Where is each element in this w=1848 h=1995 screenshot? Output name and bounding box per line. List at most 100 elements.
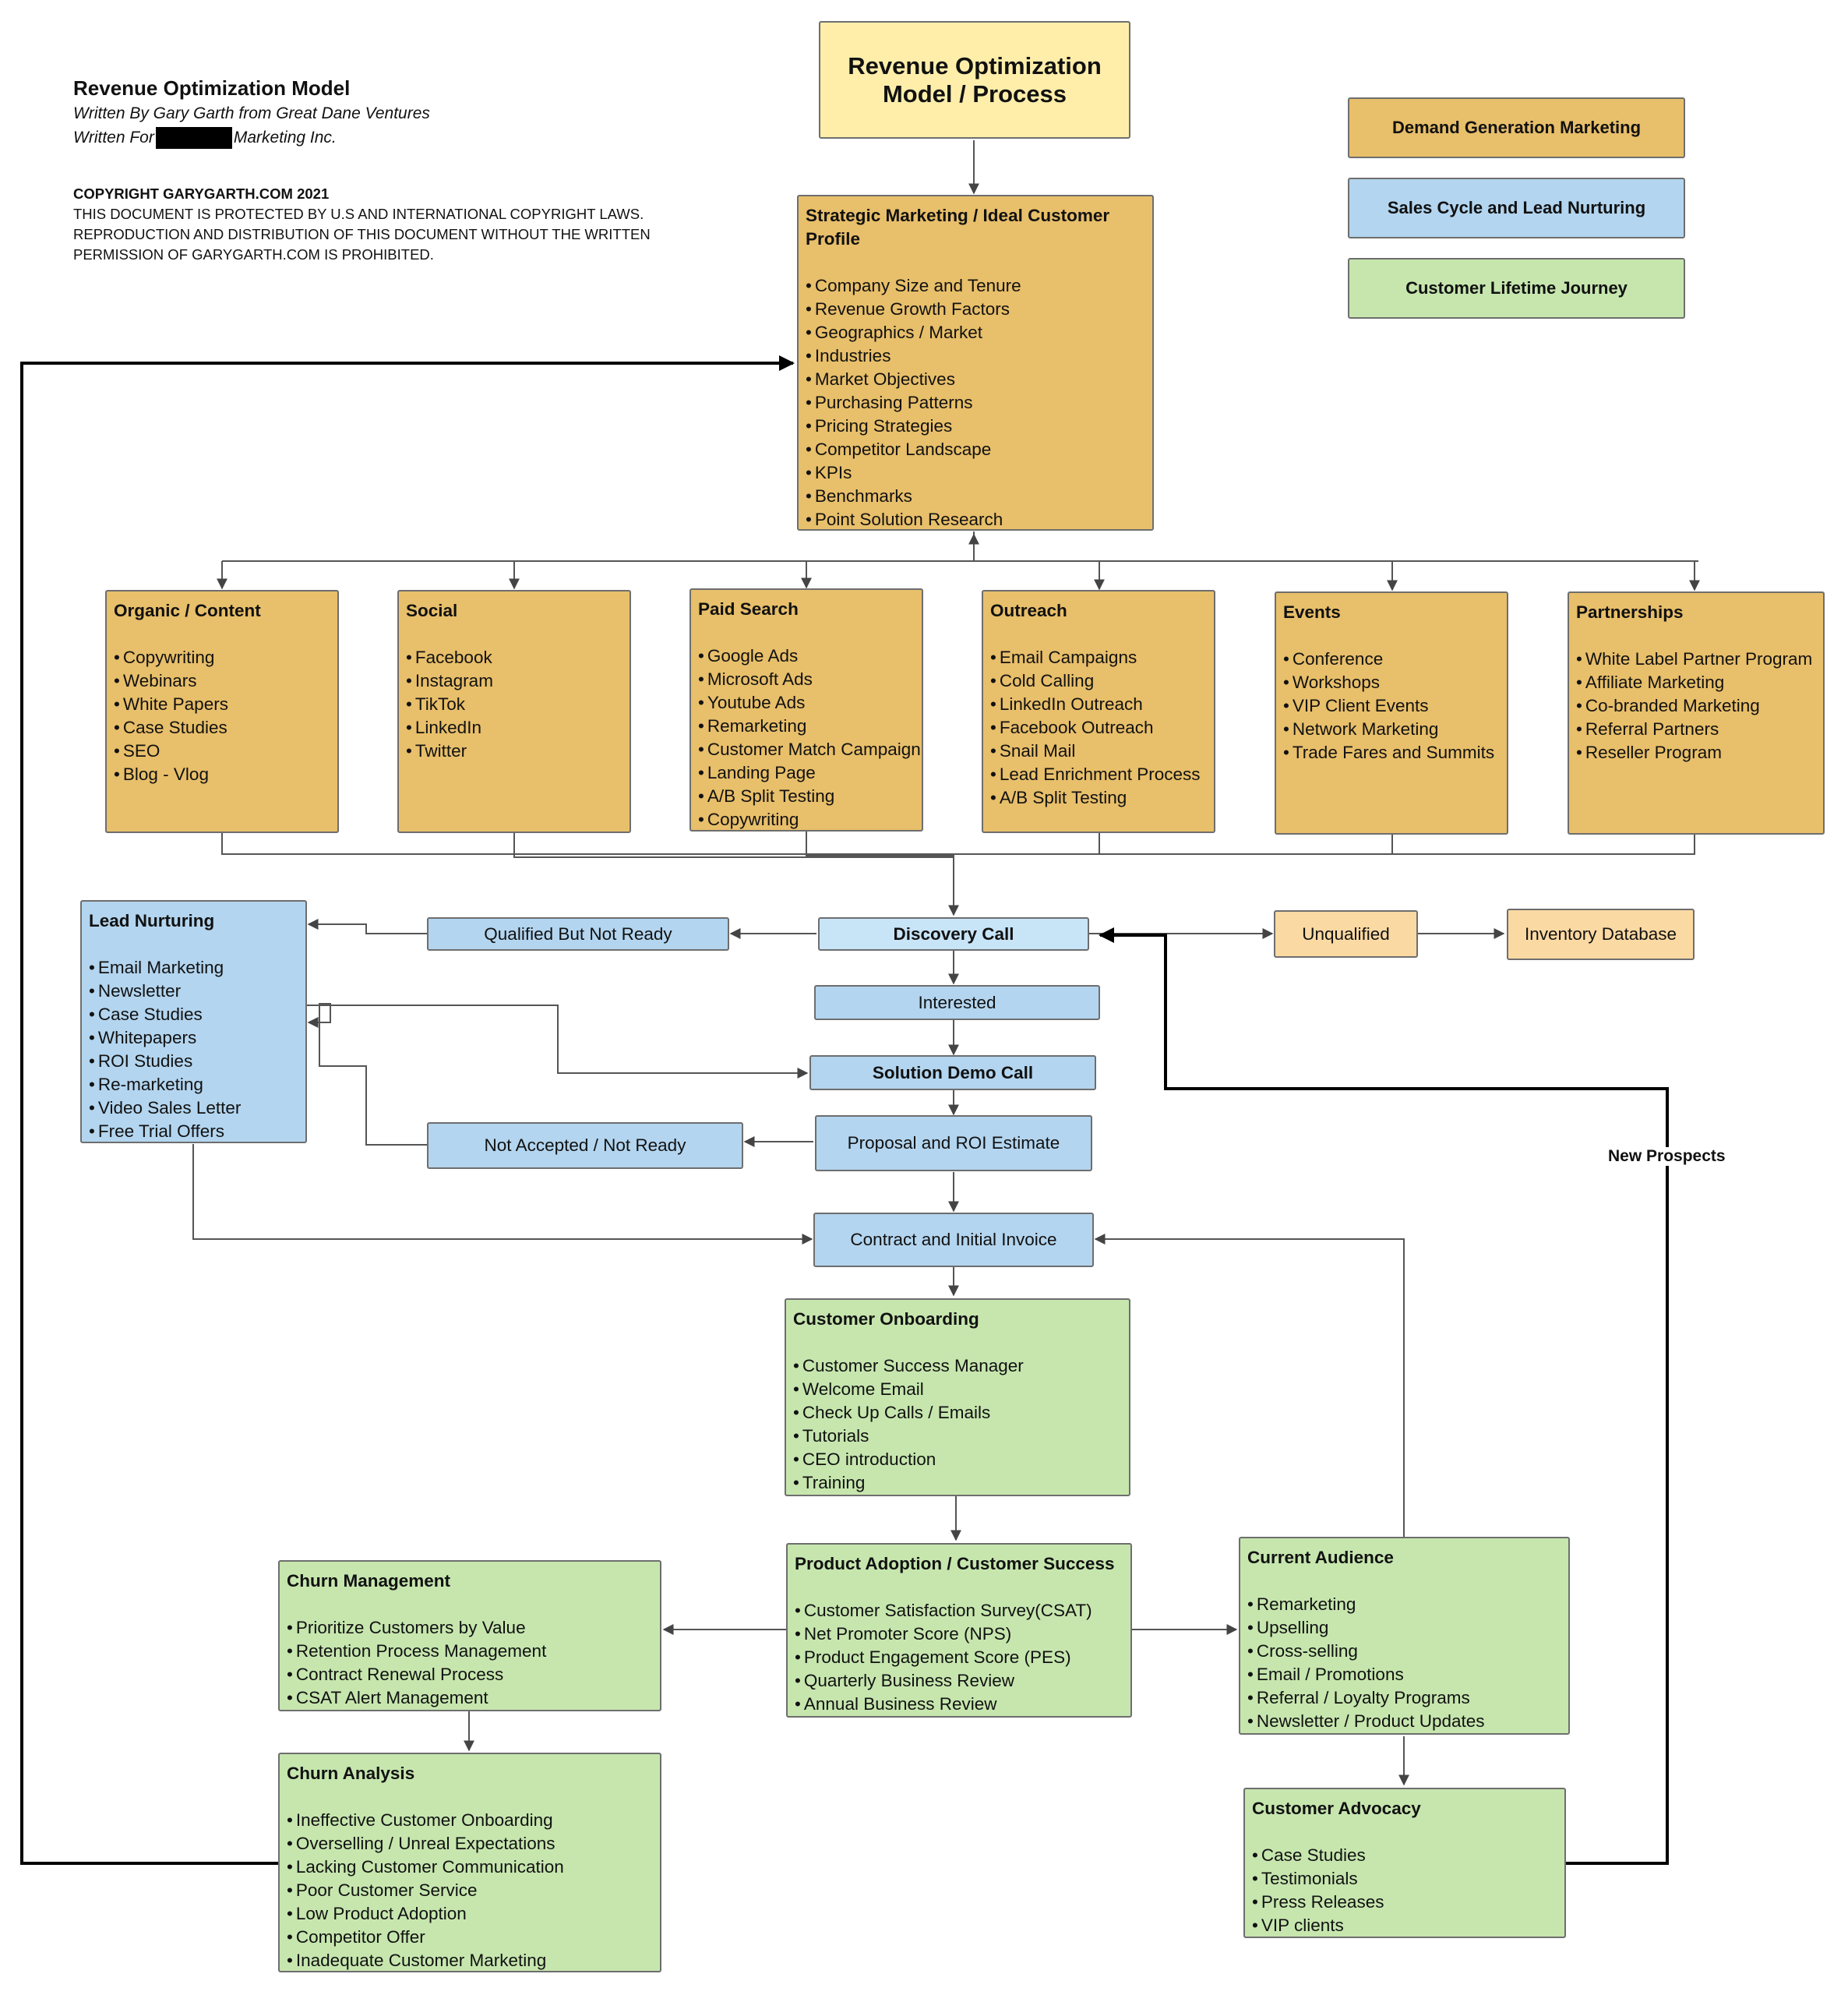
- list-item: Copywriting: [114, 646, 330, 669]
- main-title-line2: Model / Process: [882, 79, 1067, 108]
- list-item: Remarketing: [1247, 1593, 1561, 1616]
- written-for-prefix: Written For: [73, 129, 154, 147]
- list-item: Company Size and Tenure: [806, 274, 1144, 298]
- channel-title: Events: [1283, 602, 1341, 622]
- copyright-line: REPRODUCTION AND DISTRIBUTION OF THIS DO…: [73, 226, 651, 242]
- customer-advocacy-box: Customer Advocacy Case Studies Testimoni…: [1243, 1788, 1566, 1938]
- product-adoption-box: Product Adoption / Customer Success Cust…: [786, 1543, 1132, 1718]
- list-item: Remarketing: [698, 715, 914, 738]
- customer-onboarding-box: Customer Onboarding Customer Success Man…: [785, 1298, 1130, 1496]
- list-item: Customer Success Manager: [793, 1354, 1121, 1378]
- document-title: Revenue Optimization Model: [73, 76, 351, 100]
- channel-social: Social Facebook Instagram TikTok LinkedI…: [397, 590, 631, 833]
- list-item: Retention Process Management: [287, 1640, 652, 1663]
- list-item: CEO introduction: [793, 1448, 1121, 1471]
- list-item: Product Engagement Score (PES): [795, 1646, 1123, 1669]
- list-item: Revenue Growth Factors: [806, 298, 1144, 321]
- channel-title: Paid Search: [698, 599, 799, 619]
- list-item: Email Marketing: [89, 956, 298, 980]
- list-item: Prioritize Customers by Value: [287, 1616, 652, 1640]
- list-item: Email / Promotions: [1247, 1663, 1561, 1686]
- list-item: Press Releases: [1252, 1891, 1557, 1914]
- channel-organic-content: Organic / Content Copywriting Webinars W…: [105, 590, 339, 833]
- list-item: Cross-selling: [1247, 1640, 1561, 1663]
- list-item: A/B Split Testing: [698, 785, 914, 808]
- churn-management-title: Churn Management: [287, 1571, 451, 1591]
- list-item: SEO: [114, 740, 330, 763]
- list-item: Referral / Loyalty Programs: [1247, 1686, 1561, 1710]
- proposal-roi-box: Proposal and ROI Estimate: [815, 1115, 1092, 1171]
- main-title-line1: Revenue Optimization: [848, 51, 1102, 79]
- list-item: Landing Page: [698, 761, 914, 785]
- list-item: Cold Calling: [990, 669, 1206, 693]
- list-item: Contract Renewal Process: [287, 1663, 652, 1686]
- list-item: Ineffective Customer Onboarding: [287, 1809, 652, 1832]
- main-title-box: Revenue Optimization Model / Process: [819, 21, 1130, 139]
- list-item: Case Studies: [1252, 1844, 1557, 1867]
- list-item: VIP Client Events: [1283, 694, 1499, 718]
- list-item: Snail Mail: [990, 740, 1206, 763]
- written-for-line: Written For Marketing Inc.: [73, 125, 651, 150]
- list-item: Low Product Adoption: [287, 1902, 652, 1926]
- churn-analysis-box: Churn Analysis Ineffective Customer Onbo…: [278, 1753, 661, 1972]
- list-item: Network Marketing: [1283, 718, 1499, 741]
- list-item: Free Trial Offers: [89, 1120, 298, 1143]
- list-item: Customer Match Campaign: [698, 738, 921, 761]
- list-item: Reseller Program: [1576, 741, 1815, 764]
- list-item: Lead Enrichment Process: [990, 763, 1206, 786]
- document-header: Revenue Optimization Model Written By Ga…: [73, 75, 651, 265]
- list-item: LinkedIn: [406, 716, 622, 740]
- channel-title: Outreach: [990, 601, 1067, 620]
- list-item: Workshops: [1283, 671, 1499, 694]
- adoption-title: Product Adoption / Customer Success: [795, 1554, 1115, 1573]
- list-item: Case Studies: [114, 716, 330, 740]
- list-item: Twitter: [406, 740, 622, 763]
- interested-box: Interested: [814, 985, 1100, 1020]
- not-accepted-box: Not Accepted / Not Ready: [427, 1122, 743, 1169]
- qualified-not-ready-box: Qualified But Not Ready: [427, 917, 729, 951]
- legend-demand-generation: Demand Generation Marketing: [1348, 97, 1685, 158]
- onboarding-title: Customer Onboarding: [793, 1309, 979, 1329]
- list-item: A/B Split Testing: [990, 786, 1206, 810]
- list-item: Email Campaigns: [990, 646, 1206, 669]
- legend-sales-cycle: Sales Cycle and Lead Nurturing: [1348, 178, 1685, 238]
- list-item: Inadequate Customer Marketing: [287, 1949, 652, 1972]
- list-item: Affiliate Marketing: [1576, 671, 1815, 694]
- list-item: Benchmarks: [806, 485, 1144, 508]
- list-item: Re-marketing: [89, 1073, 298, 1096]
- list-item: Industries: [806, 344, 1144, 368]
- list-item: Co-branded Marketing: [1576, 694, 1815, 718]
- channel-events: Events Conference Workshops VIP Client E…: [1275, 591, 1508, 835]
- channel-outreach: Outreach Email Campaigns Cold Calling Li…: [982, 590, 1215, 833]
- churn-analysis-title: Churn Analysis: [287, 1764, 415, 1783]
- list-item: Check Up Calls / Emails: [793, 1401, 1121, 1425]
- channel-partnerships: Partnerships White Label Partner Program…: [1568, 591, 1825, 835]
- list-item: Blog - Vlog: [114, 763, 330, 786]
- unqualified-box: Unqualified: [1274, 910, 1418, 958]
- list-item: Testimonials: [1252, 1867, 1557, 1891]
- discovery-call-box: Discovery Call: [818, 917, 1089, 951]
- list-item: Training: [793, 1471, 1121, 1495]
- list-item: Welcome Email: [793, 1378, 1121, 1401]
- list-item: Case Studies: [89, 1003, 298, 1026]
- copyright-line: THIS DOCUMENT IS PROTECTED BY U.S AND IN…: [73, 206, 644, 222]
- list-item: Poor Customer Service: [287, 1879, 652, 1902]
- list-item: ROI Studies: [89, 1050, 298, 1073]
- solution-demo-call-box: Solution Demo Call: [809, 1055, 1096, 1090]
- list-item: TikTok: [406, 693, 622, 716]
- channel-title: Organic / Content: [114, 601, 261, 620]
- list-item: Facebook Outreach: [990, 716, 1206, 740]
- list-item: Market Objectives: [806, 368, 1144, 391]
- list-item: Tutorials: [793, 1425, 1121, 1448]
- list-item: CSAT Alert Management: [287, 1686, 652, 1710]
- legend-customer-lifetime: Customer Lifetime Journey: [1348, 258, 1685, 319]
- list-item: Webinars: [114, 669, 330, 693]
- list-item: Copywriting: [698, 808, 914, 832]
- list-item: Youtube Ads: [698, 691, 914, 715]
- list-item: Lacking Customer Communication: [287, 1856, 652, 1879]
- list-item: Upselling: [1247, 1616, 1561, 1640]
- written-for-suffix: Marketing Inc.: [233, 129, 337, 147]
- lead-nurturing-box: Lead Nurturing Email Marketing Newslette…: [80, 900, 307, 1143]
- list-item: Pricing Strategies: [806, 415, 1144, 438]
- current-audience-box: Current Audience Remarketing Upselling C…: [1239, 1537, 1570, 1735]
